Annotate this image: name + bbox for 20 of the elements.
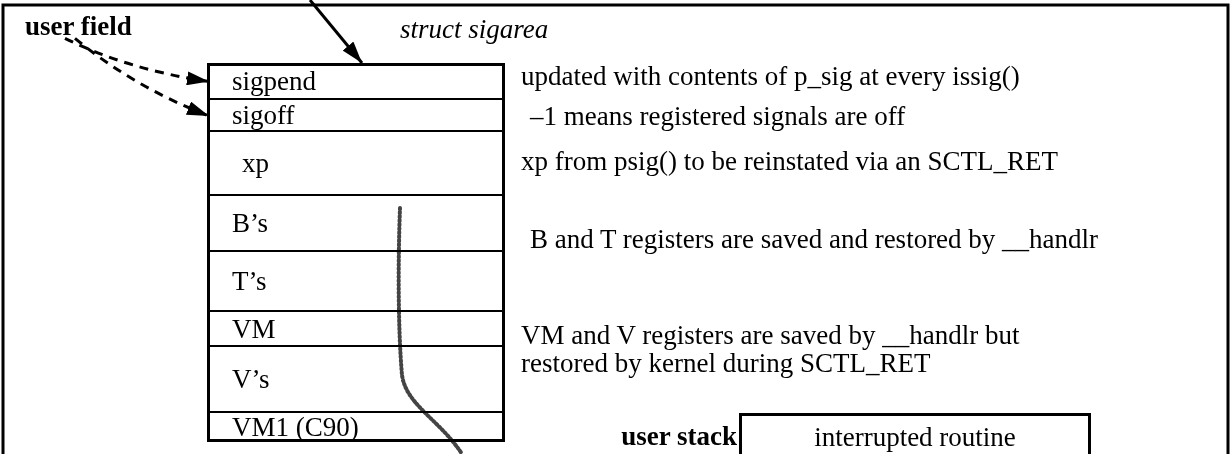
note-text: updated with contents of p_sig at every issig() [521, 62, 1020, 91]
note-text: B and T registers are saved and restored by __handlr [530, 225, 1099, 254]
struct-heading: struct sigarea [400, 14, 549, 45]
field-name: sigpend [232, 67, 316, 94]
field-name: VM [232, 315, 276, 342]
field-caption: user field [25, 12, 132, 41]
field-name: xp [242, 149, 269, 177]
note-text: –1 means registered signals are off [530, 102, 906, 131]
note-text: xp from psig() to be reinstated via an SCTL_RET [521, 147, 1058, 176]
field-name: sigoff [232, 101, 295, 129]
field-name: T’s [232, 267, 267, 295]
arrow [74, 37, 210, 118]
field-name: VM1 (C90) [232, 413, 359, 440]
stack-caption: user stack [621, 421, 737, 452]
arrow [64, 37, 210, 85]
arrow [308, 0, 364, 64]
note-text: VM and V registers are saved by __handlr but restored by kernel during SCTL_RET [521, 321, 1021, 378]
field-name: V’s [232, 365, 270, 393]
field-name: B’s [232, 209, 269, 237]
box-label: interrupted routine [813, 422, 1017, 453]
